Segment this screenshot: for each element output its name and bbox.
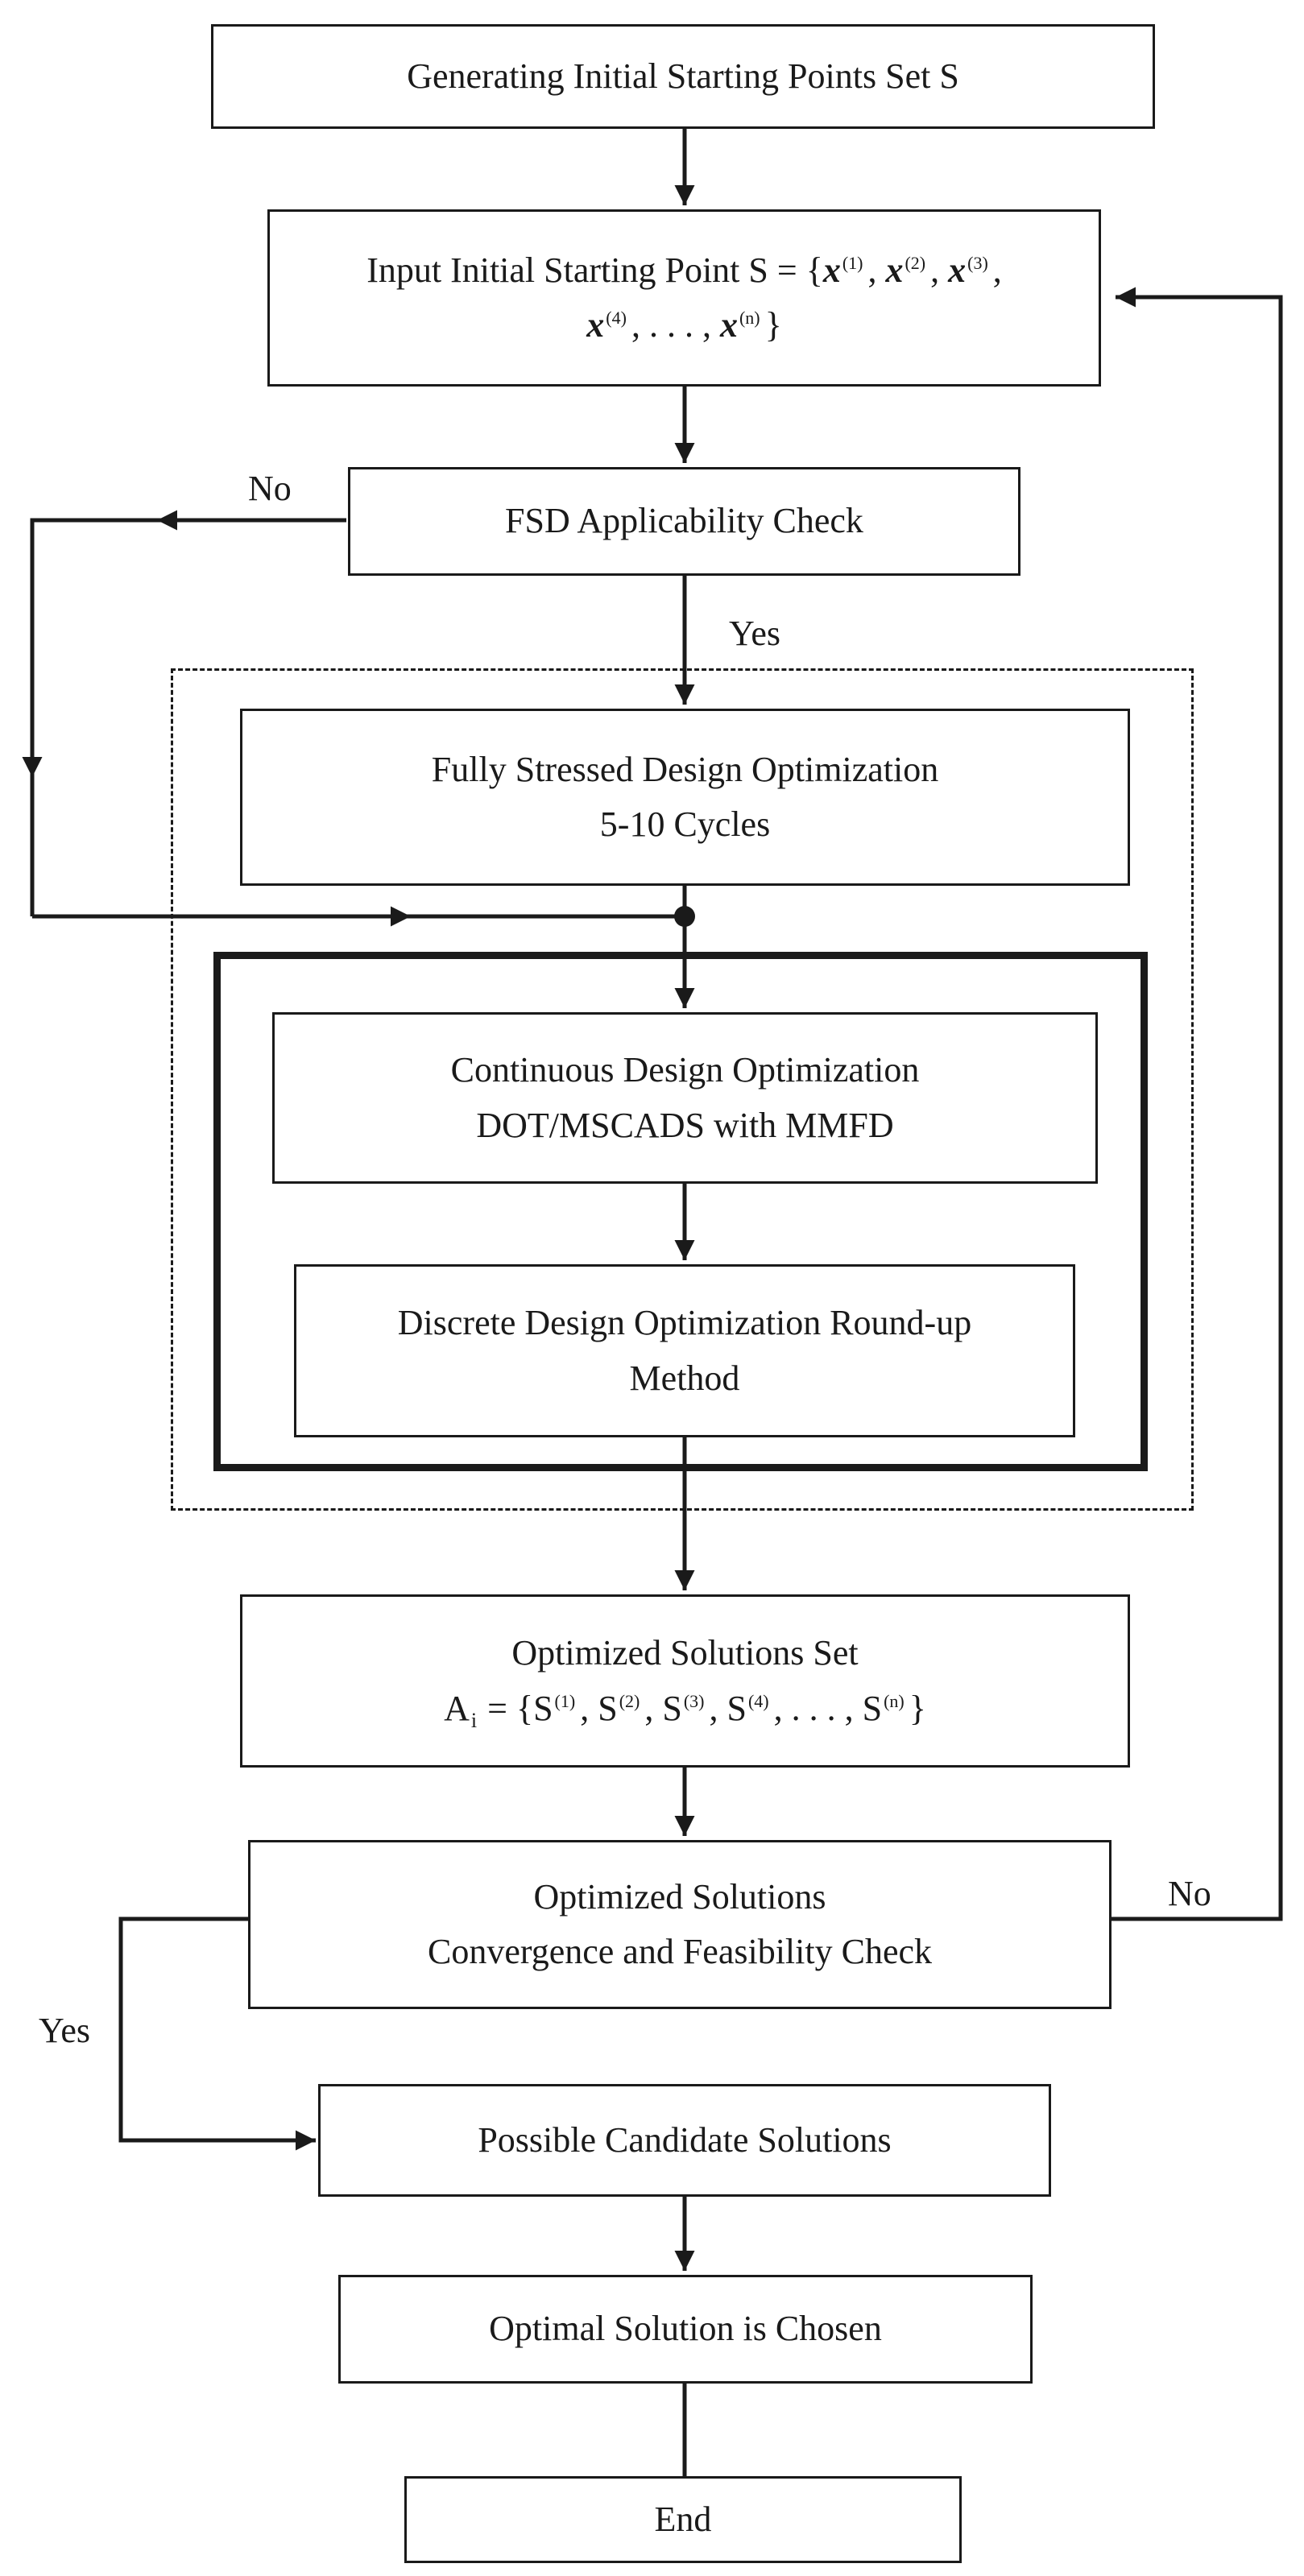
node-solutions-comma-1: , — [580, 1688, 590, 1728]
label-fsd-yes: Yes — [729, 614, 781, 653]
node-solutions-set-line1: Optimized Solutions Set — [511, 1633, 859, 1673]
edge-conv-check-yes — [118, 1916, 316, 2151]
node-end: End — [404, 2476, 962, 2563]
node-continuous-design: Continuous Design Optimization DOT/MSCAD… — [272, 1012, 1098, 1184]
node-fsd-applicability-check: FSD Applicability Check — [348, 467, 1020, 576]
node-input-comma-2: , — [930, 250, 940, 290]
node-possible-candidates: Possible Candidate Solutions — [318, 2084, 1051, 2197]
node-input-sup-3: (3) — [967, 253, 988, 274]
node-solutions-a-sub: i — [470, 1709, 478, 1733]
node-conv-check-line1: Optimized Solutions — [533, 1876, 826, 1916]
node-solutions-a: A — [444, 1688, 470, 1728]
node-solutions-sup-4: (4) — [747, 1690, 769, 1711]
node-candidates-line1: Possible Candidate Solutions — [478, 2119, 892, 2160]
node-discrete-line2: Method — [629, 1358, 740, 1398]
node-input-var-2: x — [885, 250, 904, 290]
label-conv-no: No — [1168, 1874, 1211, 1913]
node-input-var-4: x — [586, 305, 605, 345]
node-optimized-solutions-set: Optimized Solutions Set Ai = {S(1), S(2)… — [240, 1594, 1130, 1768]
discrete-optimization-frame — [213, 952, 1148, 1471]
node-end-line1: End — [654, 2499, 712, 2539]
node-convergence-check: Optimized Solutions Convergence and Feas… — [248, 1840, 1112, 2009]
node-fsd-check-line1: FSD Applicability Check — [505, 501, 863, 541]
node-fsd-opt-line1: Fully Stressed Design Optimization — [431, 749, 939, 789]
edge-conv-check-no — [1112, 287, 1283, 1921]
node-solutions-s-1: S — [533, 1688, 553, 1728]
node-input-sup-n: (n) — [739, 308, 760, 329]
node-solutions-eq: = { — [478, 1688, 534, 1728]
node-solutions-sup-3: (3) — [683, 1690, 705, 1711]
node-input-comma-3: , — [992, 250, 1002, 290]
node-solutions-ellipsis: , . . . , — [773, 1688, 854, 1728]
node-input-comma-1: , — [867, 250, 877, 290]
node-solutions-comma-3: , — [709, 1688, 718, 1728]
node-solutions-s-3: S — [662, 1688, 682, 1728]
node-input-ellipsis: , . . . , — [631, 305, 711, 345]
node-continuous-line2: DOT/MSCADS with MMFD — [476, 1105, 894, 1145]
node-input-prefix: Input Initial Starting Point S = { — [366, 250, 823, 290]
node-input-line1: Input Initial Starting Point S = {x(1), … — [366, 243, 1002, 298]
node-solutions-s-2: S — [598, 1688, 618, 1728]
node-input-var-3: x — [948, 250, 967, 290]
node-input-var-n: x — [719, 305, 738, 345]
node-fully-stressed-design: Fully Stressed Design Optimization 5-10 … — [240, 709, 1130, 886]
node-solutions-s-n: S — [862, 1688, 883, 1728]
node-solutions-sup-2: (2) — [619, 1690, 640, 1711]
label-fsd-no: No — [248, 469, 292, 508]
node-optimal-solution: Optimal Solution is Chosen — [338, 2275, 1033, 2384]
node-solutions-s-4: S — [727, 1688, 747, 1728]
node-generate-starting-points: Generating Initial Starting Points Set S — [211, 24, 1155, 129]
node-solutions-comma-2: , — [644, 1688, 654, 1728]
node-discrete-line1: Discrete Design Optimization Round-up — [397, 1303, 972, 1343]
label-conv-yes: Yes — [39, 2011, 91, 2050]
node-input-var-1: x — [822, 250, 841, 290]
node-solutions-set-line2: Ai = {S(1), S(2), S(3), S(4), . . . , S(… — [444, 1681, 926, 1736]
node-input-close: } — [764, 305, 782, 345]
node-input-starting-point: Input Initial Starting Point S = {x(1), … — [267, 209, 1101, 387]
node-optimal-line1: Optimal Solution is Chosen — [489, 2309, 882, 2349]
node-generate-line1: Generating Initial Starting Points Set S — [407, 56, 959, 96]
node-solutions-sup-1: (1) — [554, 1690, 576, 1711]
fsd-region-frame — [171, 668, 1194, 1511]
node-conv-check-line2: Convergence and Feasibility Check — [427, 1932, 933, 1971]
node-fsd-opt-line2: 5-10 Cycles — [599, 804, 771, 844]
node-input-sup-4: (4) — [606, 308, 627, 329]
node-discrete-design: Discrete Design Optimization Round-up Me… — [294, 1264, 1075, 1437]
node-solutions-sup-n: (n) — [884, 1690, 905, 1711]
node-input-line2: x(4), . . . , x(n)} — [586, 298, 781, 353]
node-continuous-line1: Continuous Design Optimization — [450, 1050, 920, 1090]
node-solutions-close: } — [909, 1688, 926, 1728]
node-input-sup-1: (1) — [842, 253, 863, 274]
node-input-sup-2: (2) — [905, 253, 926, 274]
